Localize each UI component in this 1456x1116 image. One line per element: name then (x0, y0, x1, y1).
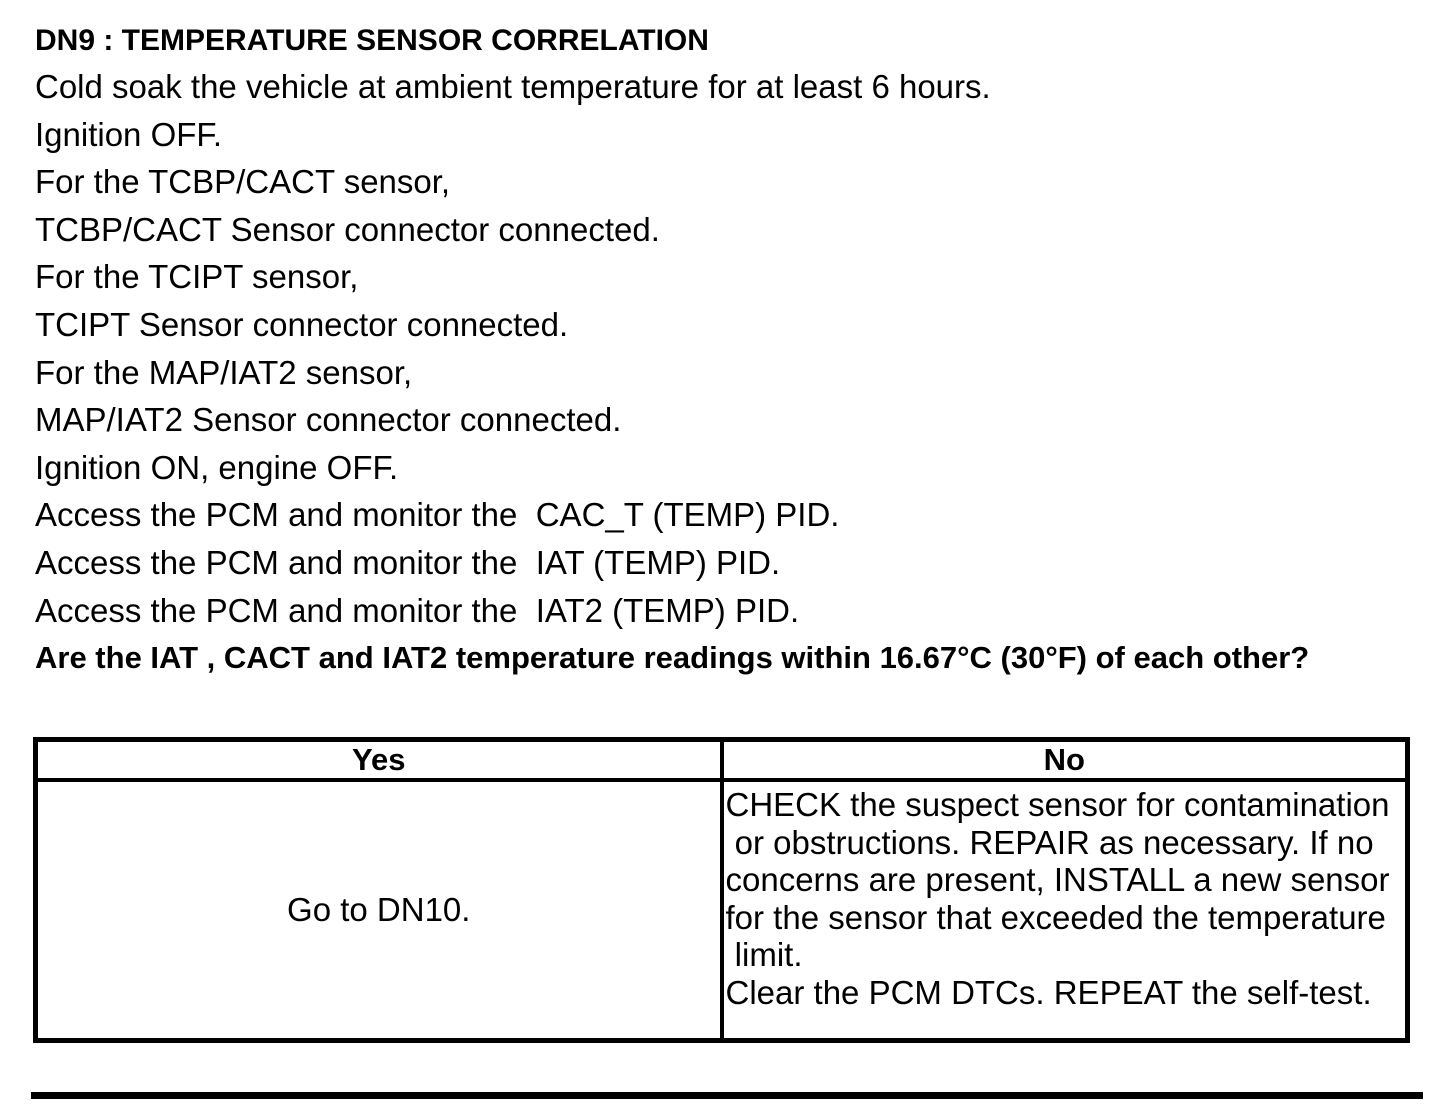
procedure-line: Ignition ON, engine OFF. (35, 448, 399, 486)
procedure-line: For the TCBP/CACT sensor, (35, 163, 451, 201)
procedure-line: Ignition OFF. (35, 115, 223, 153)
no-column-header: No (719, 737, 1410, 782)
procedure-text-block: DN9 : TEMPERATURE SENSOR CORRELATION Col… (35, 18, 1436, 682)
yes-action-cell: Go to DN10. (33, 778, 724, 1043)
no-action-cell: CHECK the suspect sensor for contaminati… (719, 778, 1410, 1043)
decision-table-header-row: Yes No (33, 737, 1410, 782)
bottom-separator-rule (31, 1092, 1423, 1099)
decision-question: Are the IAT , CACT and IAT2 temperature … (35, 640, 1310, 676)
procedure-line: Access the PCM and monitor the IAT (TEMP… (35, 543, 781, 581)
page-title: DN9 : TEMPERATURE SENSOR CORRELATION (35, 24, 709, 57)
decision-table: Yes No Go to DN10. CHECK the suspect sen… (33, 737, 1410, 1043)
no-action-line: concerns are present, INSTALL a new sens… (725, 861, 1390, 899)
procedure-line: For the MAP/IAT2 sensor, (35, 353, 413, 391)
procedure-line: For the TCIPT sensor, (35, 258, 359, 296)
no-action-line: for the sensor that exceeded the tempera… (725, 898, 1386, 936)
decision-table-body-row: Go to DN10. CHECK the suspect sensor for… (33, 778, 1410, 1043)
procedure-line: Cold soak the vehicle at ambient tempera… (35, 68, 991, 105)
no-action-line: limit. (725, 936, 803, 974)
yes-column-header: Yes (33, 737, 724, 782)
procedure-line: TCBP/CACT Sensor connector connected. (35, 210, 660, 248)
no-action-line: Clear the PCM DTCs. REPEAT the self-test… (725, 973, 1372, 1011)
no-action-line: or obstructions. REPAIR as necessary. If… (725, 823, 1374, 861)
procedure-line: Access the PCM and monitor the IAT2 (TEM… (35, 591, 800, 629)
procedure-line: MAP/IAT2 Sensor connector connected. (35, 401, 622, 439)
procedure-line: TCIPT Sensor connector connected. (35, 305, 569, 343)
procedure-line: Access the PCM and monitor the CAC_T (TE… (35, 496, 840, 534)
no-action-line: CHECK the suspect sensor for contaminati… (725, 786, 1390, 823)
